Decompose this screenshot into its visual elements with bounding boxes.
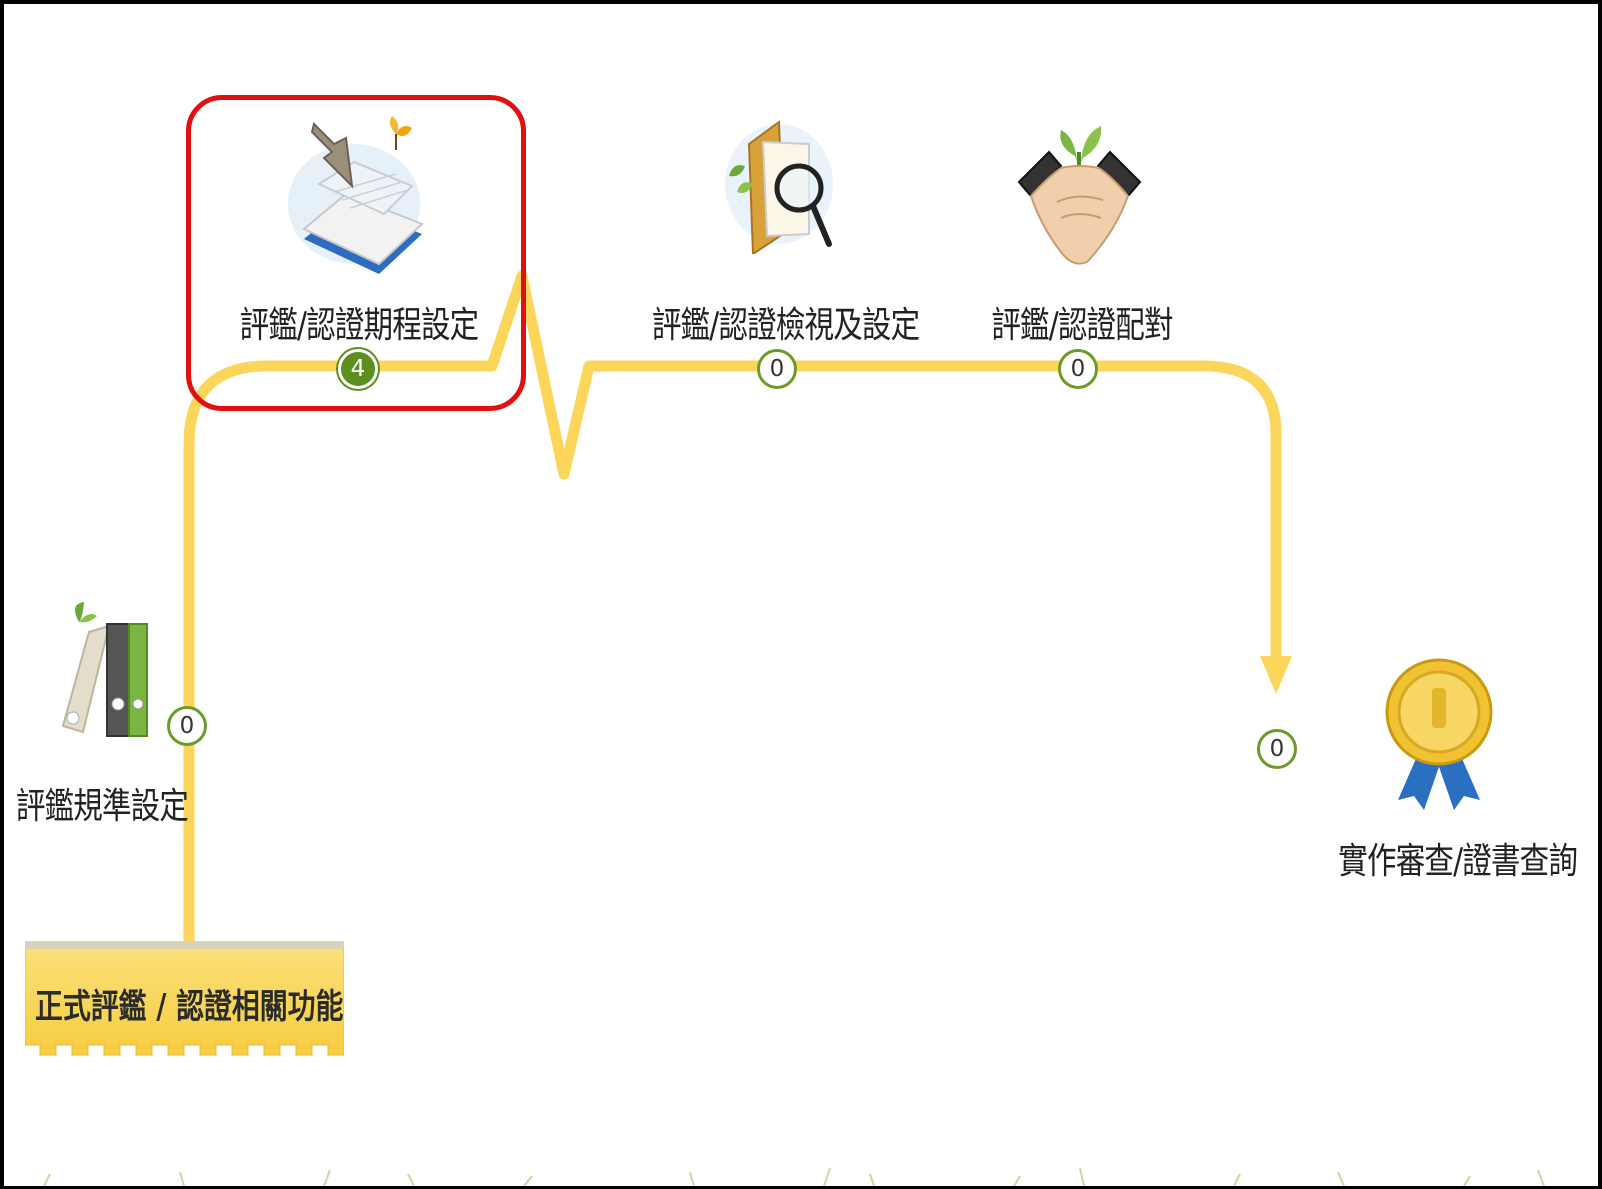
folder-magnifier-icon — [725, 120, 833, 254]
step-label: 實作審查/證書查詢 — [1338, 841, 1578, 882]
banner-background — [24, 941, 345, 1056]
banner-label: 正式評鑑 / 認證相關功能 — [35, 987, 344, 1027]
step-label: 評鑑規準設定 — [15, 786, 189, 827]
medal-icon — [1385, 658, 1493, 810]
step-count-badge: 0 — [757, 349, 797, 389]
step-count-badge: 0 — [1257, 729, 1297, 769]
calendar-icon — [288, 116, 424, 274]
handshake-icon — [1017, 126, 1142, 265]
workflow-path — [183, 270, 1292, 950]
step-count-badge: 4 — [338, 349, 378, 389]
grass-decoration — [43, 1167, 1545, 1186]
step-count-badge: 0 — [167, 706, 207, 746]
step-label: 評鑑/認證檢視及設定 — [651, 305, 920, 346]
step-label: 評鑑/認證配對 — [991, 305, 1173, 346]
formal-evaluation-banner[interactable]: 正式評鑑 / 認證相關功能 — [24, 941, 345, 1063]
binders-icon — [61, 602, 148, 737]
step-label: 評鑑/認證期程設定 — [239, 305, 480, 346]
step-count-badge: 0 — [1058, 349, 1098, 389]
